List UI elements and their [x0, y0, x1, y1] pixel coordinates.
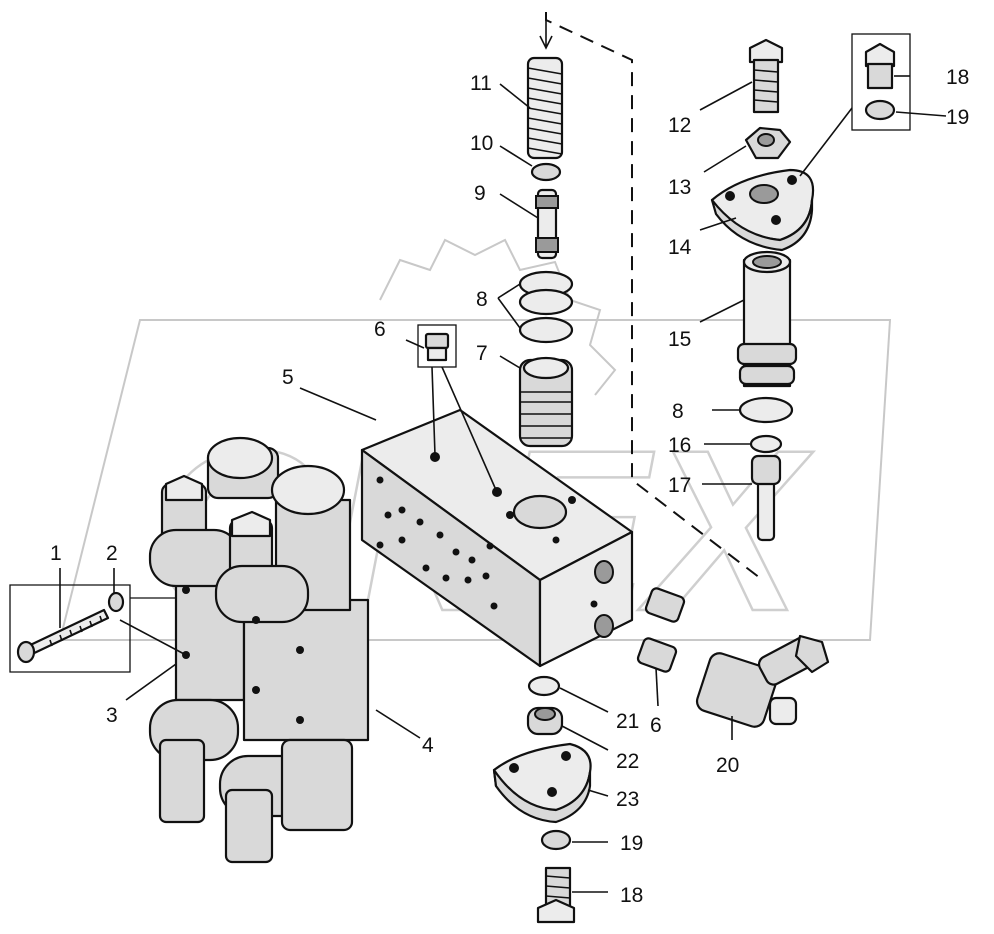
bolt-part-1 — [16, 608, 110, 664]
sleeve-part-15 — [736, 250, 798, 388]
assembly-dashed-line — [539, 12, 761, 579]
callout-2: 2 — [106, 542, 118, 565]
callout-15: 15 — [668, 328, 691, 351]
callout-5: 5 — [282, 366, 294, 389]
callout-22: 22 — [616, 750, 639, 773]
nut-part-2 — [107, 591, 125, 613]
callout-1: 1 — [50, 542, 62, 565]
solenoid-valve-part-4 — [214, 464, 370, 864]
callout-13: 13 — [668, 176, 691, 199]
leader-lines — [59, 75, 947, 893]
manifold-block-part-5 — [360, 408, 634, 668]
ring-part-16 — [749, 434, 783, 454]
plunger-part-17 — [750, 454, 782, 542]
flange-part-23 — [492, 742, 592, 824]
o-rings-part-8 — [518, 270, 574, 344]
callout-16: 16 — [668, 434, 691, 457]
callout-23: 23 — [616, 788, 639, 811]
callout-4: 4 — [422, 734, 434, 757]
callout-14: 14 — [668, 236, 692, 259]
fitting-part-20 — [695, 634, 830, 728]
flange-part-14 — [710, 168, 815, 252]
washer-part-10 — [530, 162, 562, 182]
ring-part-21 — [527, 675, 561, 697]
spring-part-11 — [526, 56, 564, 160]
callout-19-bottom: 19 — [620, 832, 643, 855]
callout-17: 17 — [668, 474, 691, 497]
callout-12: 12 — [668, 114, 691, 137]
bolt-washer-parts-18-19-top — [799, 33, 911, 177]
callout-8-right: 8 — [672, 400, 684, 423]
callout-6-top: 6 — [374, 318, 386, 341]
callout-18-top: 18 — [946, 66, 969, 89]
callout-8-left: 8 — [476, 288, 488, 311]
bolt-part-12 — [748, 38, 784, 114]
callout-11: 11 — [470, 72, 492, 95]
callout-18-bottom: 18 — [620, 884, 643, 907]
pin-part-9 — [535, 188, 559, 260]
callout-labels: 1 2 3 4 5 6 6 7 8 8 9 10 11 12 13 14 15 … — [50, 66, 969, 907]
washer-part-19-bottom — [540, 829, 572, 851]
spool-part-7 — [518, 356, 574, 448]
callout-19-top: 19 — [946, 106, 969, 129]
nut-part-13 — [744, 126, 792, 160]
bolt-part-18-bottom — [536, 866, 576, 924]
callout-7: 7 — [476, 342, 488, 365]
callout-9: 9 — [474, 182, 486, 205]
callout-10: 10 — [470, 132, 493, 155]
callout-3: 3 — [106, 704, 118, 727]
callout-20: 20 — [716, 754, 739, 777]
check-valve-part-22 — [526, 706, 564, 736]
plug-part-6-right — [636, 587, 686, 673]
bolt-nut-assembly-parts-1-2 — [9, 584, 187, 673]
callout-6-right: 6 — [650, 714, 662, 737]
callout-21: 21 — [616, 710, 639, 733]
o-ring-part-8-right — [738, 396, 794, 424]
